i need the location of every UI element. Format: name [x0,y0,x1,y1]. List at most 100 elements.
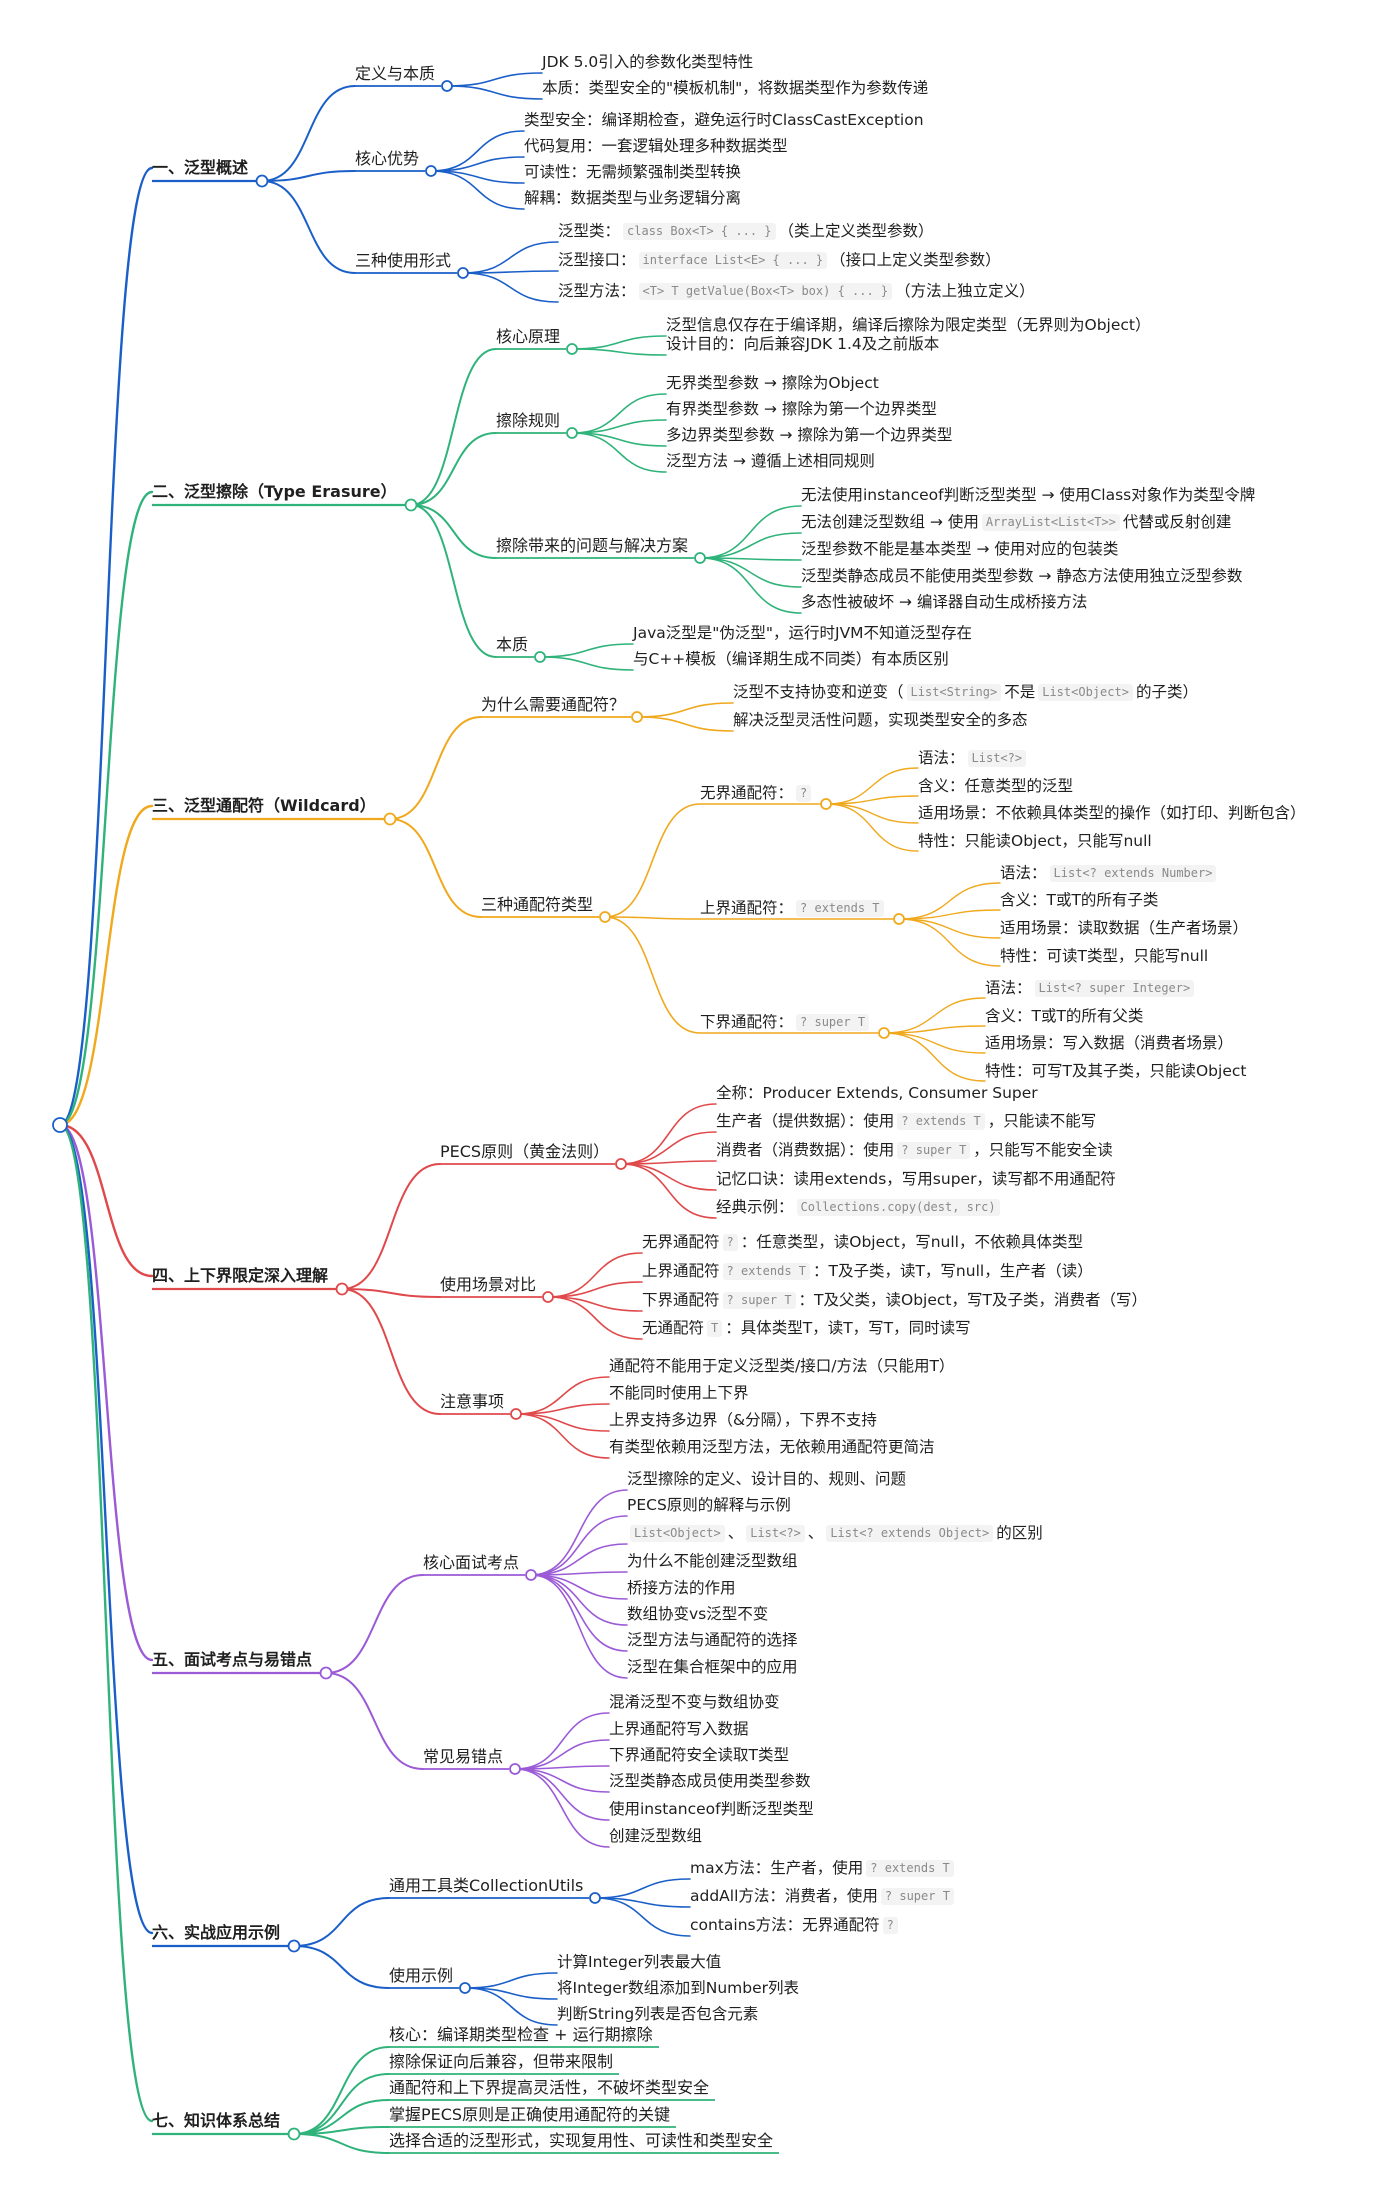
collapse-toggle[interactable] [425,165,437,177]
detail-node[interactable]: PECS原则的解释与示例 [627,1494,791,1516]
detail-node[interactable]: List<Object>、List<?>、List<? extends Obje… [627,1522,1043,1544]
collapse-toggle[interactable] [694,552,706,564]
leaf-node[interactable]: 适用场景：不依赖具体类型的操作（如打印、判断包含） [918,802,1306,824]
detail-node[interactable]: 泛型方法 → 遵循上述相同规则 [666,450,875,472]
topic-node[interactable]: 注意事项 [440,1392,505,1411]
detail-node[interactable]: 代码复用：一套逻辑处理多种数据类型 [524,135,788,157]
collapse-toggle[interactable] [441,80,453,92]
collapse-toggle[interactable] [457,267,469,279]
detail-node[interactable]: 下界通配符安全读取T类型 [609,1744,789,1766]
detail-node[interactable]: 泛型信息仅存在于编译期，编译后擦除为限定类型（无界则为Object） [666,314,1150,336]
detail-node[interactable]: JDK 5.0引入的参数化类型特性 [542,51,753,73]
collapse-toggle[interactable] [599,911,611,923]
topic-node[interactable]: PECS原则（黄金法则） [440,1142,610,1161]
collapse-toggle[interactable] [510,1408,522,1420]
collapse-toggle[interactable] [589,1892,601,1904]
detail-node[interactable]: 无法使用instanceof判断泛型类型 → 使用Class对象作为类型令牌 [801,484,1255,506]
branch-title[interactable]: 四、上下界限定深入理解 [152,1266,329,1285]
collapse-toggle[interactable] [893,913,905,925]
detail-node[interactable]: 数组协变vs泛型不变 [627,1603,768,1625]
detail-node[interactable]: 判断String列表是否包含元素 [557,2003,758,2025]
collapse-toggle[interactable] [542,1291,554,1303]
branch-title[interactable]: 六、实战应用示例 [152,1923,281,1942]
detail-node[interactable]: 上界通配符写入数据 [609,1718,749,1740]
detail-node[interactable]: 泛型类：class Box<T> { ... }（类上定义类型参数） [558,220,934,242]
detail-node[interactable]: 使用instanceof判断泛型类型 [609,1798,814,1820]
detail-node[interactable]: 泛型类静态成员不能使用类型参数 → 静态方法使用独立泛型参数 [801,565,1242,587]
detail-node[interactable]: 有类型依赖用泛型方法，无依赖用通配符更简洁 [609,1436,935,1458]
leaf-node[interactable]: 语法：List<? super Integer> [985,977,1197,999]
detail-node[interactable]: 无界通配符：? [700,782,814,804]
detail-node[interactable]: 泛型类静态成员使用类型参数 [609,1770,811,1792]
detail-node[interactable]: 创建泛型数组 [609,1825,702,1847]
detail-node[interactable]: 上界通配符：? extends T [700,897,887,919]
detail-node[interactable]: 消费者（消费数据）：使用? super T，只能写不能安全读 [716,1139,1113,1161]
detail-node[interactable]: Java泛型是"伪泛型"，运行时JVM不知道泛型存在 [633,622,972,644]
detail-node[interactable]: 记忆口诀：读用extends，写用super，读写都不用通配符 [716,1168,1116,1190]
topic-node[interactable]: 使用示例 [389,1966,454,1985]
detail-node[interactable]: addAll方法：消费者，使用? super T [690,1885,957,1907]
detail-node[interactable]: 泛型参数不能是基本类型 → 使用对应的包装类 [801,538,1118,560]
branch-title[interactable]: 二、泛型擦除（Type Erasure） [152,482,397,501]
detail-node[interactable]: 下界通配符? super T：T及父类，读Object，写T及子类，消费者（写） [642,1289,1147,1311]
detail-node[interactable]: 泛型在集合框架中的应用 [627,1656,798,1678]
collapse-toggle[interactable] [631,711,643,723]
detail-node[interactable]: 本质：类型安全的"模板机制"，将数据类型作为参数传递 [542,77,928,99]
detail-node[interactable]: 为什么不能创建泛型数组 [627,1550,798,1572]
detail-node[interactable]: 解决泛型灵活性问题，实现类型安全的多态 [733,709,1028,731]
topic-node[interactable]: 擦除带来的问题与解决方案 [496,536,689,555]
detail-node[interactable]: 计算Integer列表最大值 [557,1951,721,1973]
detail-node[interactable]: 泛型擦除的定义、设计目的、规则、问题 [627,1468,906,1490]
collapse-toggle[interactable] [615,1158,627,1170]
collapse-toggle[interactable] [52,1117,68,1133]
collapse-toggle[interactable] [820,798,832,810]
topic-node[interactable]: 三种通配符类型 [481,895,594,914]
collapse-toggle[interactable] [319,1666,333,1680]
leaf-node[interactable]: 语法：List<?> [918,747,1029,769]
collapse-toggle[interactable] [566,427,578,439]
branch-title[interactable]: 一、泛型概述 [152,158,249,177]
collapse-toggle[interactable] [459,1982,471,1994]
detail-node[interactable]: 可读性：无需频繁强制类型转换 [524,161,741,183]
topic-node[interactable]: 核心优势 [355,149,420,168]
topic-node[interactable]: 擦除规则 [496,411,561,430]
topic-node[interactable]: 通用工具类CollectionUtils [389,1876,584,1895]
topic-node[interactable]: 选择合适的泛型形式，实现复用性、可读性和类型安全 [389,2131,774,2150]
branch-title[interactable]: 三、泛型通配符（Wildcard） [152,796,376,815]
detail-node[interactable]: 与C++模板（编译期生成不同类）有本质区别 [633,648,949,670]
detail-node[interactable]: 经典示例：Collections.copy(dest, src) [716,1196,1003,1218]
detail-node[interactable]: 上界通配符? extends T：T及子类，读T，写null，生产者（读） [642,1260,1093,1282]
detail-node[interactable]: 泛型方法：<T> T getValue(Box<T> box) { ... }（… [558,280,1035,302]
topic-node[interactable]: 掌握PECS原则是正确使用通配符的关键 [389,2105,671,2124]
topic-node[interactable]: 通配符和上下界提高灵活性，不破坏类型安全 [389,2078,710,2097]
collapse-toggle[interactable] [287,2127,301,2141]
collapse-toggle[interactable] [335,1282,349,1296]
leaf-node[interactable]: 含义：任意类型的泛型 [918,775,1073,797]
topic-node[interactable]: 核心原理 [496,327,561,346]
leaf-node[interactable]: 适用场景：读取数据（生产者场景） [1000,917,1248,939]
detail-node[interactable]: 泛型接口：interface List<E> { ... }（接口上定义类型参数… [558,249,1001,271]
detail-node[interactable]: 多态性被破坏 → 编译器自动生成桥接方法 [801,591,1087,613]
detail-node[interactable]: 不能同时使用上下界 [609,1382,749,1404]
detail-node[interactable]: 多边界类型参数 → 擦除为第一个边界类型 [666,424,952,446]
topic-node[interactable]: 常见易错点 [423,1747,504,1766]
detail-node[interactable]: 无界通配符?：任意类型，读Object，写null，不依赖具体类型 [642,1231,1083,1253]
detail-node[interactable]: 通配符不能用于定义泛型类/接口/方法（只能用T） [609,1355,954,1377]
detail-node[interactable]: 混淆泛型不变与数组协变 [609,1691,780,1713]
detail-node[interactable]: 下界通配符：? super T [700,1011,872,1033]
leaf-node[interactable]: 特性：可写T及其子类，只能读Object [985,1060,1246,1082]
collapse-toggle[interactable] [878,1027,890,1039]
detail-node[interactable]: 解耦：数据类型与业务逻辑分离 [524,187,741,209]
collapse-toggle[interactable] [525,1569,537,1581]
leaf-node[interactable]: 适用场景：写入数据（消费者场景） [985,1032,1233,1054]
detail-node[interactable]: 桥接方法的作用 [627,1577,736,1599]
topic-node[interactable]: 定义与本质 [355,64,436,83]
topic-node[interactable]: 核心：编译期类型检查 + 运行期擦除 [389,2025,653,2044]
topic-node[interactable]: 本质 [496,635,529,654]
topic-node[interactable]: 使用场景对比 [440,1275,537,1294]
collapse-toggle[interactable] [534,651,546,663]
leaf-node[interactable]: 特性：只能读Object，只能写null [918,830,1152,852]
